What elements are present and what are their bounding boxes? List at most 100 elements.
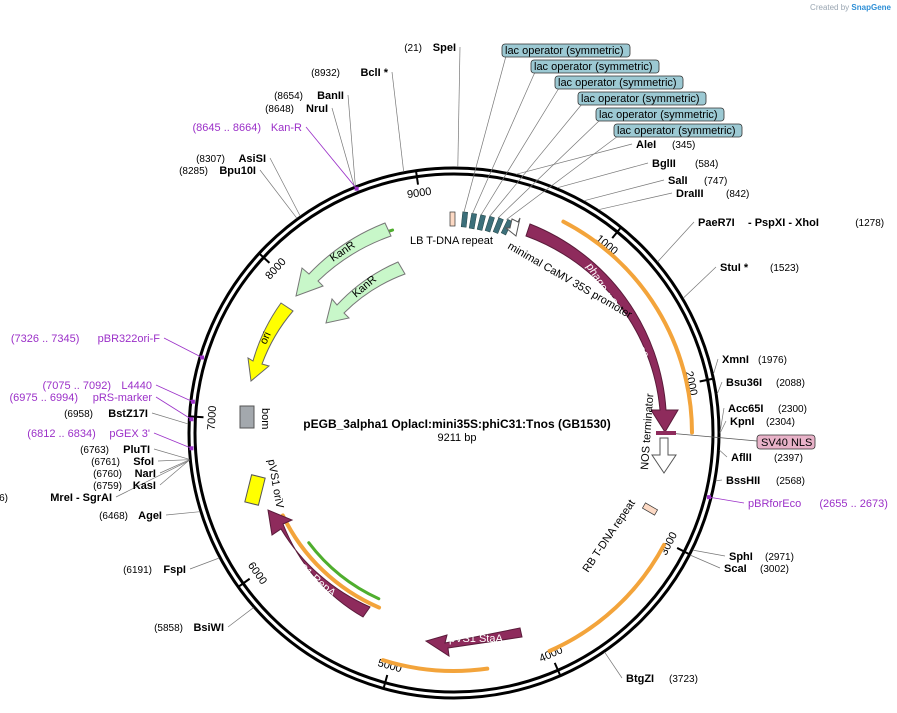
site-meri[interactable]: MreI - SgrAI(6756) — [0, 460, 190, 504]
pvs1-ori-box[interactable] — [244, 474, 266, 506]
site-bstz17i[interactable]: BstZ17I(6958) — [64, 408, 189, 425]
site-sphi[interactable]: SphI(2971) — [692, 549, 794, 563]
lac-operator-4[interactable]: lac operator (symmetric) — [484, 91, 707, 233]
site-nrui[interactable]: NruI(8648) — [265, 103, 355, 187]
feature-rb-repeat[interactable]: RB T-DNA repeat — [581, 498, 659, 575]
site-acc65i[interactable]: Acc65I(2300) — [719, 403, 807, 433]
site-sfoi[interactable]: SfoI(6761) — [91, 456, 190, 468]
orf-arc-repa — [280, 513, 382, 610]
pvs1-ori-label: pVS1 oriV — [265, 458, 286, 510]
tick-label-7000: 7000 — [206, 405, 220, 430]
bom-box[interactable] — [239, 405, 255, 429]
site-pos-bglii: (584) — [695, 159, 718, 170]
lac-operator-leader-2 — [472, 71, 536, 214]
sv40-box[interactable] — [756, 434, 816, 450]
site-xmni[interactable]: XmnI(1976) — [713, 354, 787, 375]
site-paer7i[interactable]: PaeR7I- PspXI - XhoI(1278) — [657, 217, 884, 263]
site-fspi[interactable]: FspI(6191) — [123, 557, 220, 576]
site-bsshii[interactable]: BssHII(2568) — [715, 475, 805, 487]
feature-nos-terminator[interactable]: NOS terminator — [639, 393, 677, 474]
site-spei[interactable]: SpeI(21) — [404, 42, 461, 168]
site-pos-sphi: (2971) — [765, 552, 794, 563]
rb-box[interactable] — [641, 502, 659, 516]
site-kasi[interactable]: KasI (6759) — [93, 459, 190, 492]
site-aflii[interactable]: AflII(2397) — [719, 449, 803, 464]
feature-staa[interactable]: pVS1 StaA — [424, 627, 523, 658]
primer-pgex3[interactable]: pGEX 3'(6812 .. 6834) — [27, 428, 194, 451]
nos-arrow[interactable] — [651, 437, 677, 474]
lac-operator-leader-6 — [506, 135, 619, 220]
lac-operator-6[interactable]: lac operator (symmetric) — [500, 123, 743, 236]
primer-prs-marker[interactable]: pRS-marker (6975 .. 6994) — [10, 392, 194, 422]
site-nari[interactable]: NarI(6760) — [93, 459, 190, 480]
primer-l4440[interactable]: L4440(7075 .. 7092) — [43, 380, 195, 404]
site-leader-bpu10i — [259, 169, 298, 219]
site-name-kasi: KasI — [133, 480, 156, 492]
lac-operator-1[interactable]: lac operator (symmetric) — [460, 43, 631, 228]
site-leader-meri — [115, 460, 190, 498]
site-agei[interactable]: AgeI(6468) — [99, 510, 200, 522]
primer-pbrforeco[interactable]: pBRforEco(2655 .. 2673) — [707, 495, 888, 510]
lac-operator-2[interactable]: lac operator (symmetric) — [468, 59, 660, 230]
lac-operator-3[interactable]: lac operator (symmetric) — [476, 75, 684, 231]
feature-repa[interactable]: pVS1 RepA — [267, 509, 371, 618]
site-bsiwi[interactable]: BsiWI(5858) — [154, 607, 254, 634]
staa-label: pVS1 StaA — [449, 633, 503, 645]
site-alei[interactable]: AleI(345) — [515, 139, 695, 175]
lac-operator-mark-1 — [460, 211, 468, 228]
staa-arrow[interactable] — [424, 627, 523, 658]
site-pluti[interactable]: PluTI(6763) — [80, 444, 190, 460]
site-pos-kasi: (6759) — [93, 481, 122, 492]
site-bsu36i[interactable]: Bsu36I(2088) — [716, 377, 805, 395]
site-name-aflii: AflII — [731, 452, 752, 464]
site-name-bcli: BclI * — [360, 67, 388, 79]
site-name-meri: MreI - SgrAI — [50, 492, 112, 504]
kanr-2-arrow[interactable] — [325, 261, 406, 324]
site-scai[interactable]: ScaI(3002) — [690, 554, 789, 575]
site-bpu10i[interactable]: Bpu10I(8285) — [179, 165, 298, 219]
primer-leader-l4440 — [155, 384, 194, 403]
primer-pbr322ori[interactable]: pBR322ori-F(7326 .. 7345) — [11, 333, 205, 360]
site-leader-fspi — [189, 557, 220, 570]
kanr-1-arrow[interactable] — [295, 222, 392, 297]
min35s-arrow[interactable] — [504, 217, 521, 237]
repa-arrow[interactable] — [267, 509, 371, 618]
lac-operator-label-1: lac operator (symmetric) — [505, 45, 624, 57]
feature-kanr-2[interactable]: KanR — [325, 261, 406, 324]
feature-sv40[interactable]: SV40 NLS — [656, 431, 816, 450]
feature-bom[interactable]: bom — [239, 405, 271, 429]
site-name-btgzi: BtgZI — [626, 673, 654, 685]
sv40-label: SV40 NLS — [761, 437, 812, 449]
phic31-arrow[interactable] — [525, 223, 679, 433]
site-bglii[interactable]: BglII(584) — [557, 158, 718, 189]
site-sali[interactable]: SalI(747) — [583, 175, 728, 202]
primer-pos-prs-marker: (6975 .. 6994) — [10, 392, 79, 404]
site-leader-draiii — [598, 192, 673, 211]
site-asisi[interactable]: AsiSI(8307) — [196, 153, 301, 217]
primer-kanr-primer[interactable]: Kan-R(8645 .. 8664) — [193, 122, 359, 191]
site-name-nrui: NruI — [306, 103, 328, 115]
site-stui[interactable]: StuI *(1523) — [683, 262, 799, 299]
backbone-outer — [187, 166, 721, 700]
primer-sites: Kan-R(8645 .. 8664) pBR322ori-F(7326 .. 7… — [10, 122, 888, 510]
lac-operator-leader-5 — [497, 119, 601, 219]
site-kpni[interactable]: KpnI(2304) — [719, 416, 795, 434]
site-name-agei: AgeI — [138, 510, 162, 522]
site-btgzi[interactable]: BtgZI(3723) — [604, 652, 698, 685]
feature-pvs1-ori[interactable]: pVS1 oriV — [244, 458, 286, 510]
site-banii[interactable]: BanII(8654) — [274, 90, 356, 186]
primer-name-prs-marker: pRS-marker — [93, 392, 153, 404]
site-draiii[interactable]: DraIII(842) — [598, 188, 750, 211]
tick-mark-9000 — [415, 170, 419, 185]
feature-lb-repeat[interactable]: LB T-DNA repeat — [410, 211, 493, 247]
primer-pos-pgex3: (6812 .. 6834) — [27, 428, 96, 440]
site-name-acc65i: Acc65I — [728, 403, 763, 415]
lb-box[interactable] — [449, 211, 456, 227]
ori-arrow[interactable] — [247, 302, 294, 382]
primer-mark-pbr322ori — [200, 355, 205, 360]
site-bcli[interactable]: BclI *(8932) — [311, 67, 405, 172]
site-name-kpni: KpnI — [730, 416, 754, 428]
lac-operator-5[interactable]: lac operator (symmetric) — [492, 107, 725, 234]
site-name-xmni: XmnI — [722, 354, 749, 366]
feature-ori[interactable]: ori — [247, 302, 294, 382]
